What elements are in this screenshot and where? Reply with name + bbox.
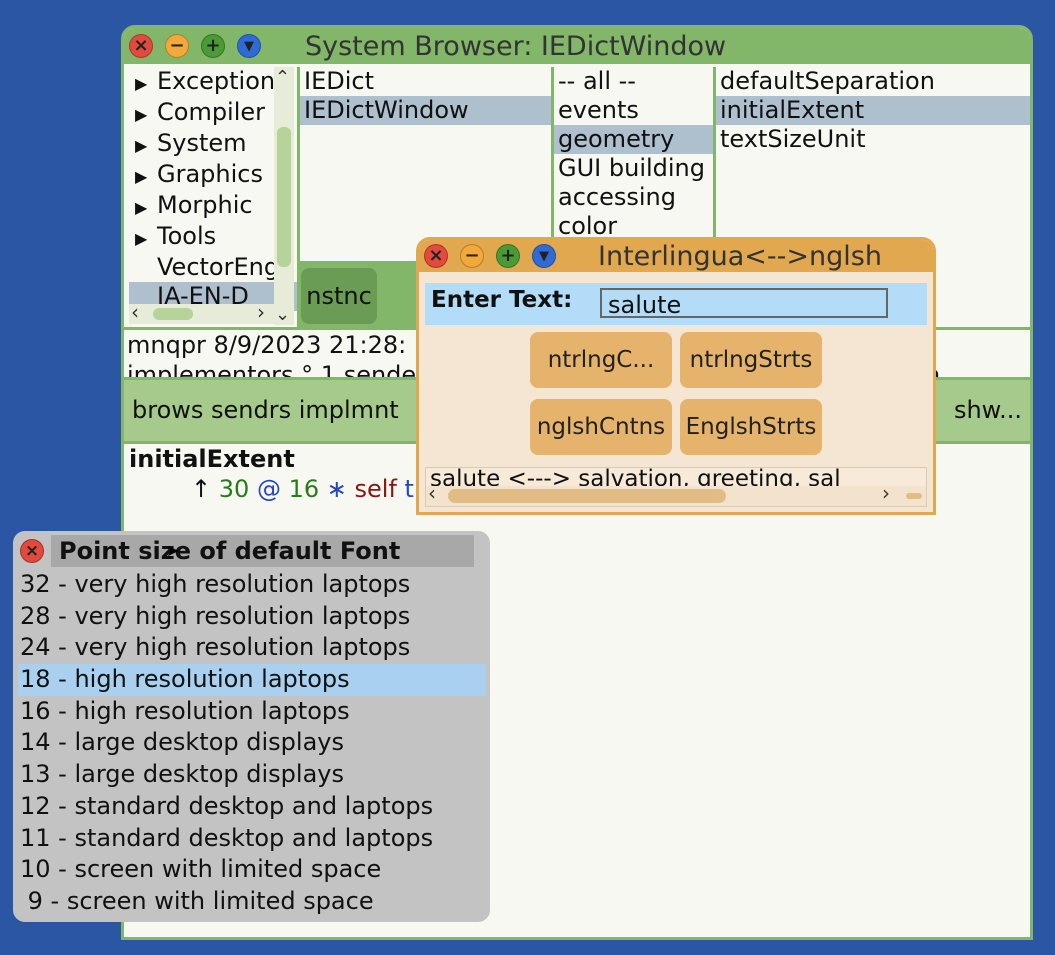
window-menu-icon[interactable]: ▼ (237, 34, 261, 58)
scroll-thumb[interactable] (448, 489, 726, 503)
package-item[interactable]: ▶Graphics (129, 160, 297, 191)
scroll-down-icon[interactable]: ⌄ (275, 304, 291, 325)
self-keyword: self (354, 475, 397, 503)
maximize-icon[interactable]: + (201, 34, 225, 58)
translation-result-pane[interactable]: salute <---> salvation, greeting, sal ‹ … (425, 467, 927, 507)
package-item[interactable]: ▶Exception (129, 67, 297, 98)
close-icon[interactable]: × (424, 244, 448, 268)
number-literal: 30 (218, 475, 250, 503)
category-item[interactable]: color (558, 212, 618, 240)
menu-item-10[interactable]: 10 - screen with limited space (20, 855, 382, 884)
method-item[interactable]: defaultSeparation (720, 67, 935, 95)
menu-item-18-highlighted[interactable]: 18 - high resolution laptops (18, 664, 486, 696)
menu-item-24[interactable]: 24 - very high resolution laptops (20, 633, 411, 662)
scroll-left-icon[interactable]: ‹ (428, 481, 436, 505)
interlingua-window[interactable]: × − + ▼ Interlingua<-->nglsh Enter Text:… (416, 237, 936, 515)
mouse-cursor-icon: ➤ (166, 541, 180, 560)
package-item[interactable]: ▶Tools (129, 222, 297, 253)
expand-triangle-icon[interactable]: ▶ (135, 167, 148, 186)
package-item[interactable]: ▶Morphic (129, 191, 297, 222)
message-fragment: t (404, 475, 414, 503)
scroll-up-icon[interactable]: ⌃ (275, 67, 291, 88)
maximize-icon[interactable]: + (496, 244, 520, 268)
method-item-selected[interactable]: initialExtent (716, 96, 1030, 125)
package-list[interactable]: ▶Exception ▶Compiler ▶System ▶Graphics ▶… (129, 67, 297, 327)
interlingua-starts-button[interactable]: ntrlngStrts (680, 332, 822, 388)
senders-implementors-line: implementors ° 1 sende (127, 361, 417, 380)
category-item[interactable]: -- all -- (558, 67, 636, 95)
window-title: System Browser: IEDictWindow (305, 30, 727, 62)
category-item[interactable]: GUI building (558, 154, 705, 182)
instance-class-switch-area: nstnc (297, 261, 421, 327)
menu-item-28[interactable]: 28 - very high resolution laptops (20, 601, 411, 630)
class-item[interactable]: IEDict (304, 67, 374, 95)
menu-item-9[interactable]: 9 - screen with limited space (20, 886, 374, 915)
category-item-selected[interactable]: geometry (554, 125, 713, 154)
at-selector: @ (256, 475, 281, 503)
interlingua-titlebar[interactable]: × − + ▼ Interlingua<-->nglsh (419, 240, 933, 272)
english-starts-button[interactable]: EnglshStrts (680, 399, 822, 455)
method-list[interactable]: defaultSeparation initialExtent textSize… (713, 67, 1030, 357)
menu-item-16[interactable]: 16 - high resolution laptops (20, 696, 350, 725)
enter-text-input[interactable]: salute (600, 288, 888, 319)
close-icon[interactable]: × (129, 34, 153, 58)
toolbar-buttons-left[interactable]: brows sendrs implmnt (132, 396, 399, 424)
menu-items: 32 - very high resolution laptops 28 - v… (18, 569, 486, 918)
menu-item-14[interactable]: 14 - large desktop displays (20, 728, 344, 757)
minimize-icon[interactable]: − (460, 244, 484, 268)
window-menu-icon[interactable]: ▼ (532, 244, 556, 268)
system-browser-titlebar[interactable]: × − + ▼ System Browser: IEDictWindow (124, 28, 1030, 64)
scroll-left-icon[interactable]: ‹ (131, 300, 139, 324)
close-icon[interactable]: × (20, 539, 44, 563)
multiply-selector: ∗ (326, 475, 347, 503)
menu-item-32[interactable]: 32 - very high resolution laptops (20, 570, 411, 598)
package-horizontal-scrollbar[interactable]: ‹ › (129, 300, 277, 324)
method-selector: initialExtent (129, 445, 295, 473)
method-item[interactable]: textSizeUnit (720, 125, 866, 153)
package-item[interactable]: ▶System (129, 129, 297, 160)
menu-item-13[interactable]: 13 - large desktop displays (20, 760, 344, 789)
category-item[interactable]: events (558, 96, 639, 124)
minimize-icon[interactable]: − (165, 34, 189, 58)
scroll-thumb[interactable] (277, 127, 291, 267)
expand-triangle-icon[interactable]: ▶ (135, 136, 148, 155)
scroll-thumb[interactable] (153, 308, 193, 320)
number-literal: 16 (288, 475, 320, 503)
expand-triangle-icon[interactable]: ▶ (135, 229, 148, 248)
package-vertical-scrollbar[interactable]: ⌃ ⌄ (274, 67, 294, 325)
enter-text-label: Enter Text: (431, 287, 573, 313)
timestamp-line: mnqpr 8/9/2023 21:28: (127, 331, 407, 359)
font-size-menu[interactable]: × Point size of default Font 32 - very h… (13, 531, 490, 922)
scroll-right-icon[interactable]: › (882, 481, 890, 505)
show-button[interactable]: shw... (953, 396, 1022, 424)
window-title: Interlingua<-->nglsh (598, 240, 882, 272)
expand-triangle-icon[interactable]: ▶ (135, 198, 148, 217)
interlingua-contains-button[interactable]: ntrlngC... (530, 332, 672, 388)
result-horizontal-scrollbar[interactable]: ‹ › (426, 481, 926, 506)
category-item[interactable]: accessing (558, 183, 676, 211)
menu-item-11[interactable]: 11 - standard desktop and laptops (20, 823, 434, 852)
package-item[interactable]: ▶Compiler (129, 98, 297, 129)
return-caret: ↑ (191, 475, 212, 503)
menu-item-12[interactable]: 12 - standard desktop and laptops (20, 791, 434, 820)
code-line: ↑ 30 @ 16 ∗ self t (129, 474, 1029, 504)
menu-title: Point size of default Font (51, 535, 474, 567)
english-contains-button[interactable]: nglshCntns (530, 399, 672, 455)
enter-text-bar: Enter Text: salute (425, 283, 927, 325)
class-item-selected[interactable]: IEDictWindow (300, 96, 551, 125)
expand-triangle-icon[interactable]: ▶ (135, 74, 148, 93)
instance-button[interactable]: nstnc (301, 268, 377, 324)
scroll-thumb-indicator (906, 493, 922, 499)
package-item[interactable]: VectorEng (157, 253, 280, 281)
scroll-right-icon[interactable]: › (257, 300, 265, 324)
expand-triangle-icon[interactable]: ▶ (135, 105, 148, 124)
